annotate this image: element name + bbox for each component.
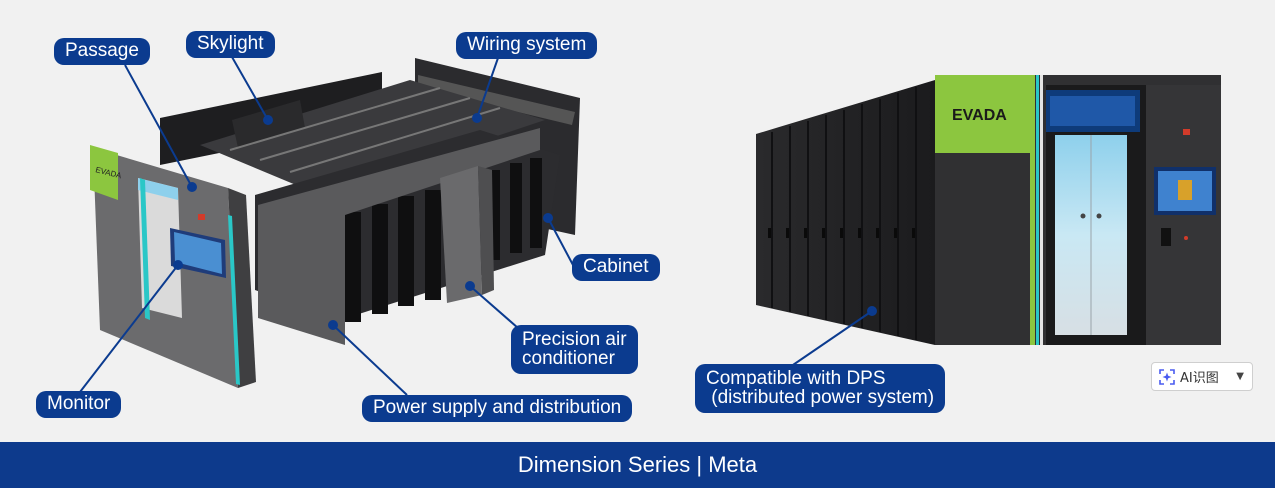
skylight-label: Skylight [186,31,275,58]
cabinet-label: Cabinet [572,254,660,281]
chevron-down-icon[interactable]: ▼ [1236,371,1244,382]
ai-image-recognition-button[interactable]: AI识图 ▼ [1151,362,1253,391]
monitor-label: Monitor [36,391,122,418]
power-supply-label: Power supply and distribution [362,395,633,422]
series-footer: Dimension Series | Meta [0,442,1275,488]
precision-ac-label: Precision air conditioner [511,325,638,374]
brand-logo: EVADA [952,107,1007,124]
ai-button-label: AI识图 [1180,371,1219,386]
product-illustration: EVADA [79,56,1221,396]
wiring-system-label: Wiring system [456,32,598,59]
passage-label: Passage [54,38,150,65]
ai-sparkle-icon [1159,368,1175,385]
series-title: Dimension Series | Meta [517,452,758,477]
dps-label: Compatible with DPS (distributed power s… [695,364,946,413]
